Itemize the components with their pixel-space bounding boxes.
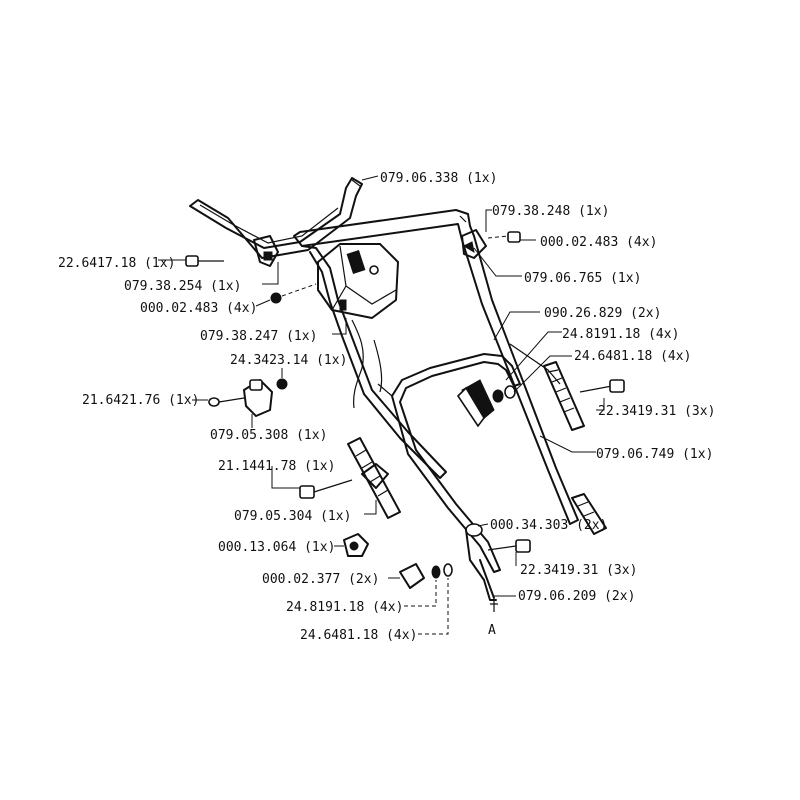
bolt-21-1441-78 <box>299 479 353 499</box>
label-090-26-829: 090.26.829 (2x) <box>544 306 661 321</box>
washer-24-6481-18 <box>443 563 453 577</box>
label-000-02-483-left: 000.02.483 (4x) <box>140 301 257 316</box>
label-079-06-338: 079.06.338 (1x) <box>380 171 497 186</box>
threaded-rod-bottom <box>571 493 607 535</box>
label-point-a: A <box>488 623 496 638</box>
label-24-6481-18-bottom: 24.6481.18 (4x) <box>300 628 417 643</box>
bolt-22-3419-31-lower <box>487 539 531 553</box>
cable <box>351 319 364 409</box>
threaded-rod-left <box>347 437 401 519</box>
washer-24-8191-18 <box>431 565 441 579</box>
spacer-000-34-303 <box>465 523 497 601</box>
cap-000-02-377 <box>399 563 425 589</box>
clamp-knob-090-26-829 <box>456 379 516 428</box>
bracket-079-38-248 <box>461 229 487 259</box>
label-24-3423-14: 24.3423.14 (1x) <box>230 353 347 368</box>
bolt-22-6417-18 <box>185 255 224 267</box>
cable-lower <box>373 339 383 393</box>
label-22-6417-18: 22.6417.18 (1x) <box>58 256 175 271</box>
lower-leg-079-06-209 <box>479 559 498 612</box>
main-handle <box>293 209 579 525</box>
label-079-05-304: 079.05.304 (1x) <box>234 509 351 524</box>
label-000-02-377: 000.02.377 (2x) <box>262 572 379 587</box>
label-21-1441-78: 21.1441.78 (1x) <box>218 459 335 474</box>
label-079-38-248: 079.38.248 (1x) <box>492 204 609 219</box>
label-000-13-064: 000.13.064 (1x) <box>218 540 335 555</box>
upper-handle-bar <box>189 177 363 259</box>
nut-000-02-483-left <box>270 283 317 304</box>
label-079-38-254: 079.38.254 (1x) <box>124 279 241 294</box>
leader-lines <box>158 175 605 635</box>
knob-000-13-064 <box>343 533 369 557</box>
label-22-3419-31-lower: 22.3419.31 (3x) <box>520 563 637 578</box>
label-24-8191-18-bottom: 24.8191.18 (4x) <box>286 600 403 615</box>
bolt-000-02-483-right <box>487 231 521 243</box>
bracket-079-38-254 <box>253 235 279 267</box>
label-079-06-209: 079.06.209 (2x) <box>518 589 635 604</box>
label-000-02-483-right: 000.02.483 (4x) <box>540 235 657 250</box>
label-079-38-247: 079.38.247 (1x) <box>200 329 317 344</box>
label-079-06-749: 079.06.749 (1x) <box>596 447 713 462</box>
label-079-06-765: 079.06.765 (1x) <box>524 271 641 286</box>
label-000-34-303: 000.34.303 (2x) <box>490 518 607 533</box>
bolt-22-3419-31-upper <box>579 379 625 393</box>
label-24-8191-18-top: 24.8191.18 (4x) <box>562 327 679 342</box>
switch-assembly-079-05-308 <box>208 378 288 417</box>
label-079-05-308: 079.05.308 (1x) <box>210 428 327 443</box>
control-box <box>317 243 399 319</box>
threaded-rod-right <box>543 361 585 431</box>
knob-079-05-304 <box>361 463 389 489</box>
label-24-6481-18-top: 24.6481.18 (4x) <box>574 349 691 364</box>
lower-handle <box>377 343 561 573</box>
label-21-6421-76: 21.6421.76 (1x) <box>82 393 199 408</box>
label-22-3419-31-upper: 22.3419.31 (3x) <box>598 404 715 419</box>
